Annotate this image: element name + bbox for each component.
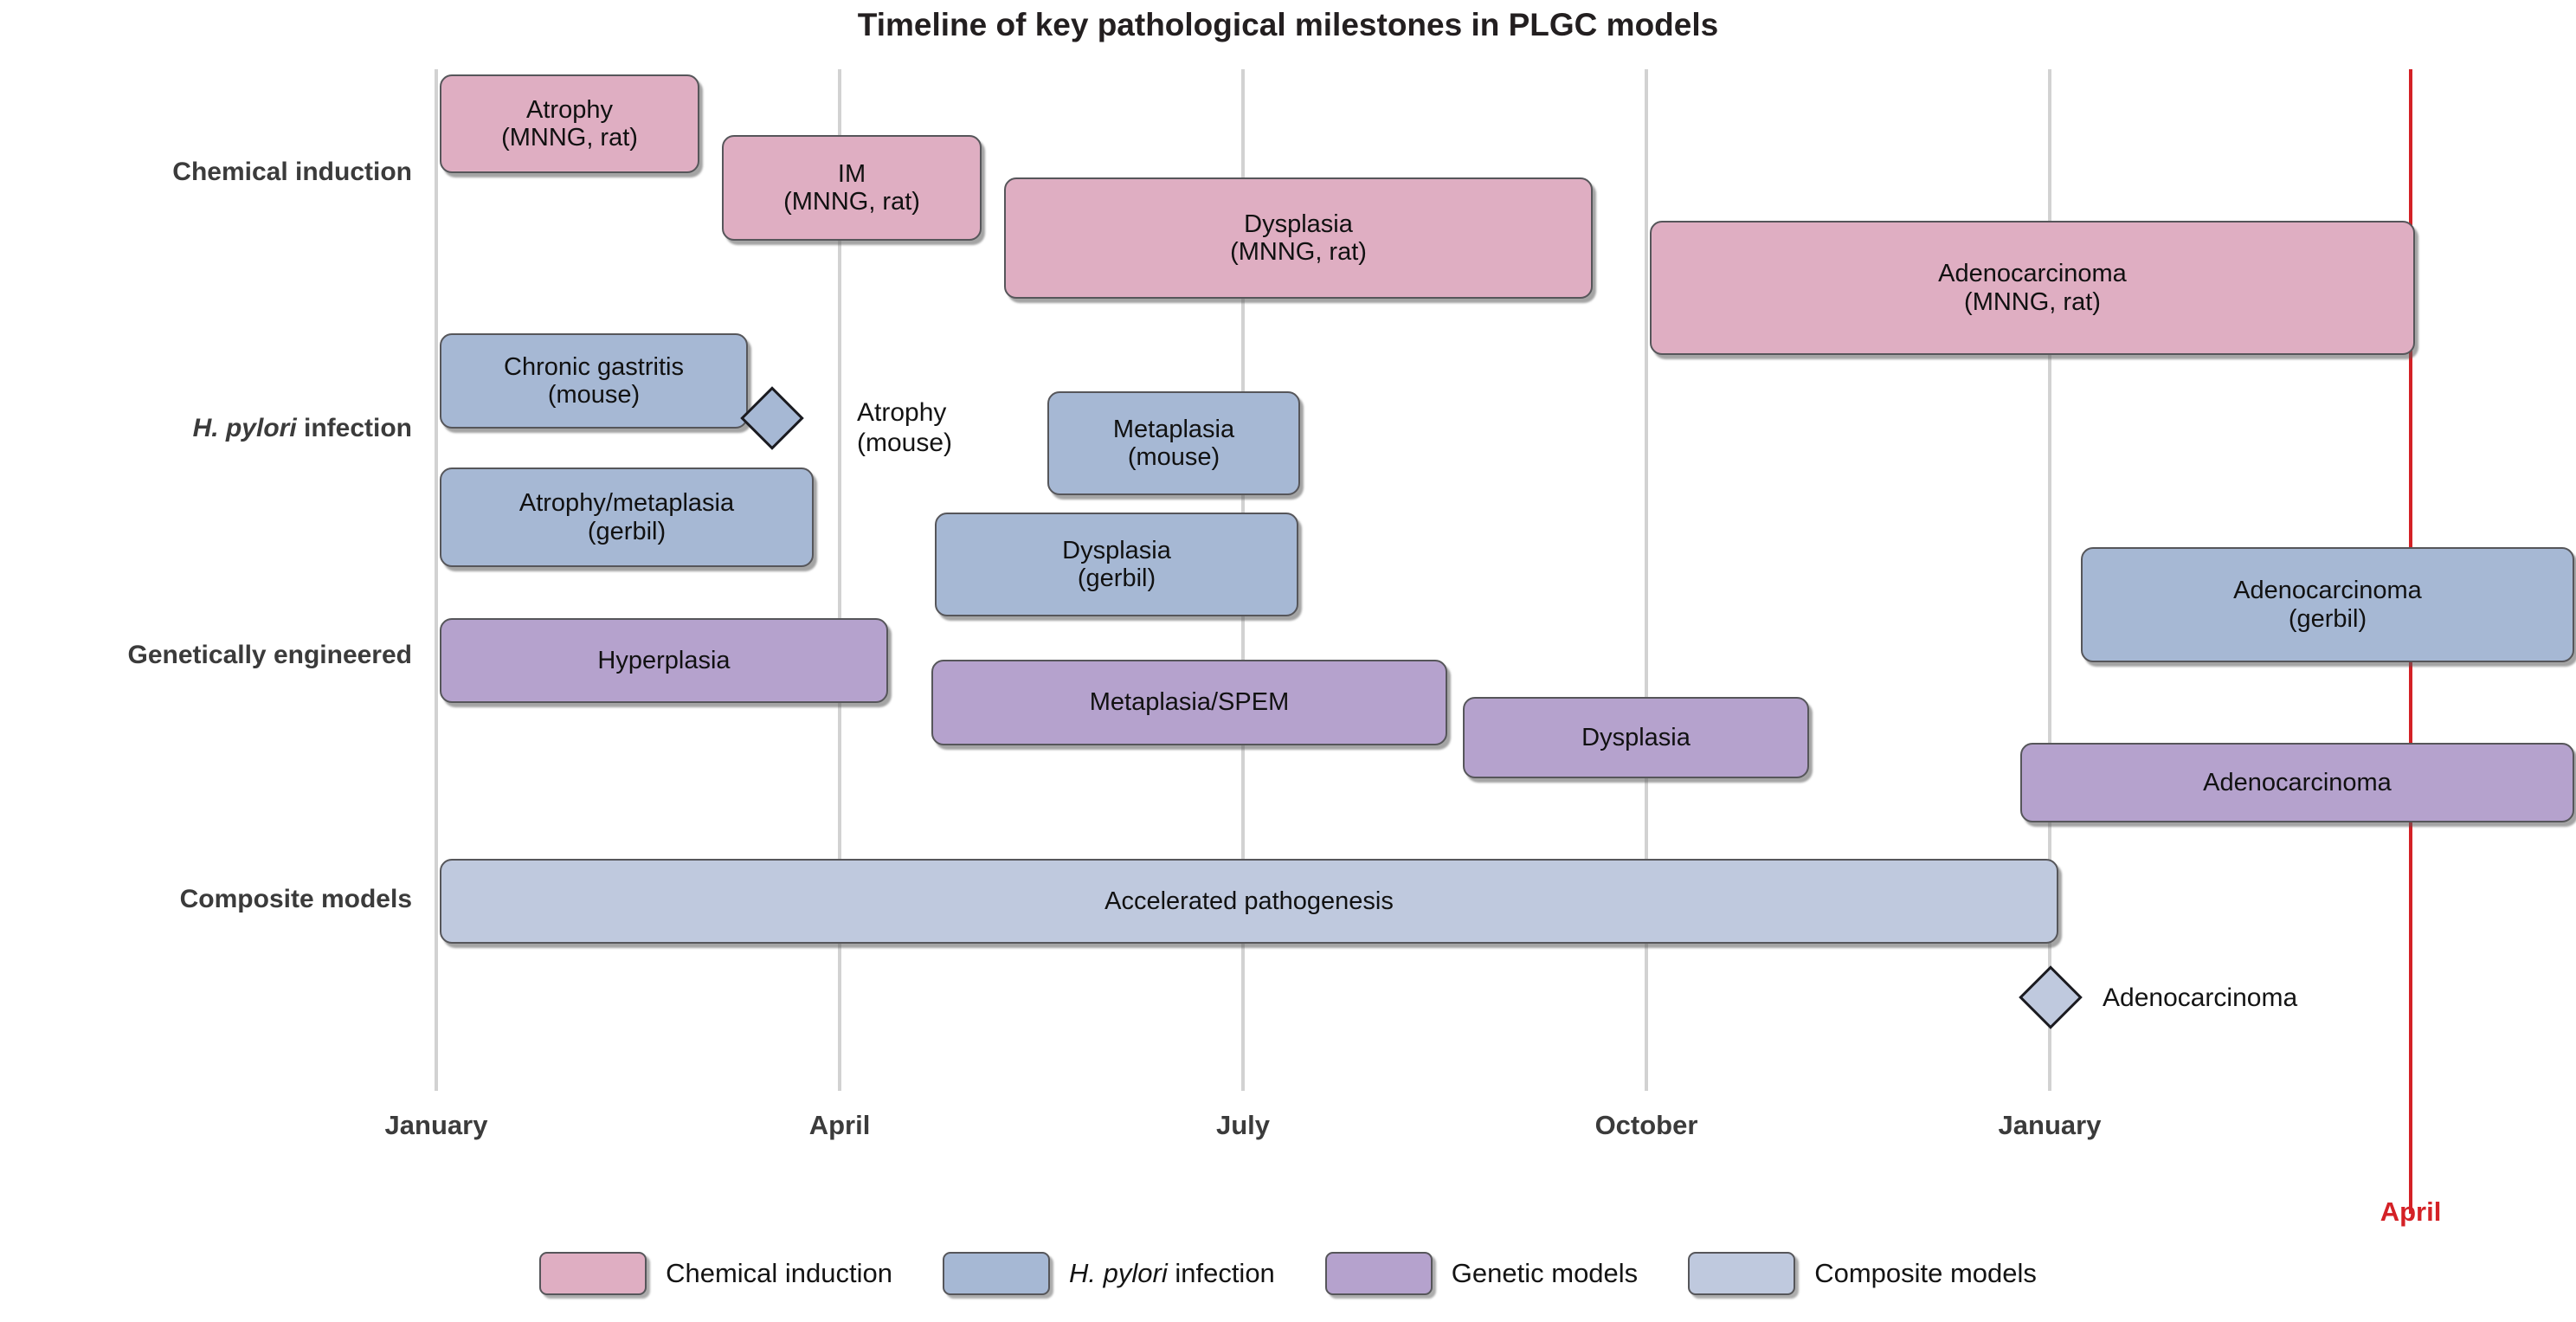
task-bar-hp-chronic-gastritis[interactable]: Chronic gastritis (mouse) xyxy=(440,333,748,429)
gridline-3 xyxy=(1645,69,1648,1091)
gridline-0 xyxy=(435,69,438,1091)
milestone-diamond-cm-adenocarcinoma[interactable] xyxy=(2019,965,2083,1029)
task-bar-label: Dysplasia (gerbil) xyxy=(1062,536,1171,592)
legend-swatch xyxy=(943,1252,1051,1295)
gridline-1 xyxy=(838,69,841,1091)
task-bar-label: IM (MNNG, rat) xyxy=(783,159,920,216)
legend-label: Composite models xyxy=(1814,1258,2037,1288)
task-bar-label: Chronic gastritis (mouse) xyxy=(504,352,684,409)
milestone-diamond-hp-atrophy-mouse[interactable] xyxy=(740,386,804,450)
axis-tick-3: October xyxy=(1594,1110,1698,1140)
legend-item-1[interactable]: H. pylori infection xyxy=(943,1252,1275,1295)
legend-label: Chemical induction xyxy=(666,1258,893,1288)
legend-item-3[interactable]: Composite models xyxy=(1688,1252,2037,1295)
legend: Chemical induction H. pylori infection Gen… xyxy=(0,1252,2576,1295)
row-label-genetically-engineered: Genetically engineered xyxy=(127,641,412,669)
task-bar-ge-dysplasia[interactable]: Dysplasia xyxy=(1463,697,1809,778)
task-bar-label: Accelerated pathogenesis xyxy=(1104,887,1394,915)
row-label-h-pylori-infection: H. pylori infection xyxy=(192,414,412,442)
page-title: Timeline of key pathological milestones … xyxy=(857,7,1719,42)
task-bar-label: Adenocarcinoma (MNNG, rat) xyxy=(1938,260,2127,316)
task-bar-label: Hyperplasia xyxy=(597,646,731,674)
task-bar-label: Atrophy (MNNG, rat) xyxy=(501,95,638,152)
milestone-label-hp-atrophy-mouse: Atrophy (mouse) xyxy=(857,398,953,457)
task-bar-hp-dysplasia[interactable]: Dysplasia (gerbil) xyxy=(935,513,1298,616)
axis-tick-deadline: April xyxy=(2380,1196,2442,1227)
task-bar-hp-metaplasia[interactable]: Metaplasia (mouse) xyxy=(1047,391,1300,495)
gridline-4 xyxy=(2048,69,2051,1091)
axis-tick-4: January xyxy=(1998,1110,2102,1140)
task-bar-label: Metaplasia (mouse) xyxy=(1112,415,1235,471)
row-label-chemical-induction: Chemical induction xyxy=(172,158,412,186)
task-bar-ge-metaplasia-spem[interactable]: Metaplasia/SPEM xyxy=(931,660,1447,745)
task-bar-label: Adenocarcinoma (gerbil) xyxy=(2233,577,2422,633)
task-bar-ge-adenocarcinoma[interactable]: Adenocarcinoma xyxy=(2020,743,2574,822)
milestone-label-cm-adenocarcinoma: Adenocarcinoma xyxy=(2103,983,2298,1012)
axis-tick-1: April xyxy=(808,1110,871,1140)
task-bar-chem-im[interactable]: IM (MNNG, rat) xyxy=(722,135,982,241)
task-bar-label: Atrophy/metaplasia (gerbil) xyxy=(518,489,735,545)
legend-label: H. pylori infection xyxy=(1069,1258,1275,1288)
axis-tick-0: January xyxy=(384,1110,488,1140)
legend-swatch xyxy=(1688,1252,1796,1295)
task-bar-label: Dysplasia xyxy=(1581,723,1690,751)
task-bar-hp-atrophy-metaplasia[interactable]: Atrophy/metaplasia (gerbil) xyxy=(440,468,814,567)
task-bar-hp-adenocarcinoma[interactable]: Adenocarcinoma (gerbil) xyxy=(2081,547,2574,662)
task-bar-chem-dysplasia[interactable]: Dysplasia (MNNG, rat) xyxy=(1004,177,1593,299)
task-bar-label: Adenocarcinoma xyxy=(2203,768,2392,796)
task-bar-chem-adenocarcinoma[interactable]: Adenocarcinoma (MNNG, rat) xyxy=(1650,221,2415,355)
legend-item-0[interactable]: Chemical induction xyxy=(539,1252,892,1295)
task-bar-ge-hyperplasia[interactable]: Hyperplasia xyxy=(440,618,888,703)
axis-tick-2: July xyxy=(1215,1110,1271,1140)
legend-label: Genetic models xyxy=(1451,1258,1639,1288)
legend-item-2[interactable]: Genetic models xyxy=(1324,1252,1639,1295)
task-bar-label: Metaplasia/SPEM xyxy=(1089,688,1290,717)
task-bar-chem-atrophy[interactable]: Atrophy (MNNG, rat) xyxy=(440,74,699,173)
legend-swatch xyxy=(539,1252,647,1295)
task-bar-cm-accelerated[interactable]: Accelerated pathogenesis xyxy=(440,859,2058,944)
row-label-composite-models: Composite models xyxy=(179,885,412,913)
task-bar-label: Dysplasia (MNNG, rat) xyxy=(1230,210,1367,266)
legend-swatch xyxy=(1324,1252,1433,1295)
